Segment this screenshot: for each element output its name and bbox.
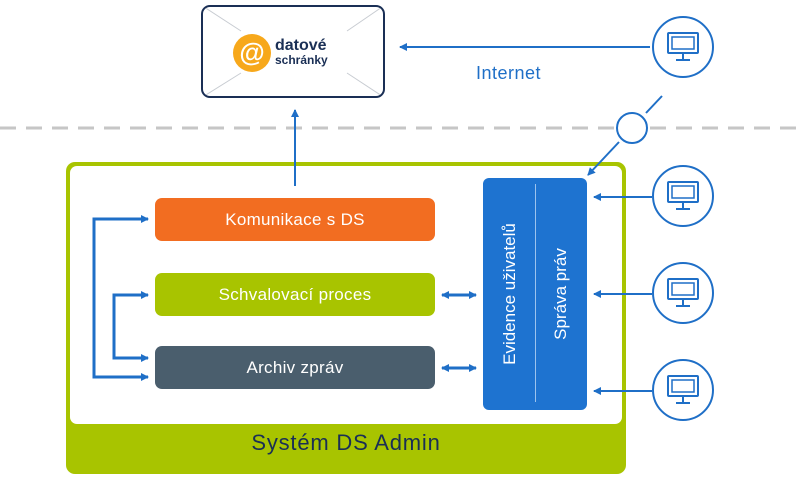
system-title: Systém DS Admin bbox=[251, 430, 441, 455]
internet-user-monitor bbox=[652, 16, 714, 78]
internet-link bbox=[645, 95, 663, 114]
at-logo-icon: @ bbox=[233, 34, 271, 72]
ds-logo: @ datové schránky bbox=[233, 34, 328, 72]
monitor-icon bbox=[667, 278, 699, 307]
logo-word-schranky: schránky bbox=[275, 53, 328, 67]
connector-schvalovaci-archiv bbox=[112, 291, 149, 362]
monitor-icon bbox=[667, 375, 699, 404]
internet-label: Internet bbox=[476, 63, 542, 83]
local-user-monitor-3 bbox=[652, 359, 714, 421]
monitor-icon bbox=[667, 181, 699, 210]
local-user-monitor-2 bbox=[652, 262, 714, 324]
logo-word-datove: datové bbox=[275, 37, 327, 54]
module-archiv-zprav: Archiv zpráv bbox=[155, 346, 435, 389]
local-user-monitor-1 bbox=[652, 165, 714, 227]
module-komunikace-s-ds: Komunikace s DS bbox=[155, 198, 435, 241]
internet-node bbox=[616, 112, 648, 144]
envelope-lines bbox=[203, 7, 383, 96]
panel-label-sprava-prav: Správa práv bbox=[551, 248, 570, 340]
panel-divider bbox=[535, 184, 536, 402]
panel-label-evidence-uzivatelu: Evidence uživatelů bbox=[500, 223, 519, 365]
datove-schranky-box: @ datové schránky bbox=[201, 5, 385, 98]
connector-komunikace-archiv bbox=[92, 215, 149, 381]
module-schvalovaci-proces: Schvalovací proces bbox=[155, 273, 435, 316]
monitor-icon bbox=[667, 32, 699, 61]
internet-link-lower bbox=[587, 141, 620, 176]
